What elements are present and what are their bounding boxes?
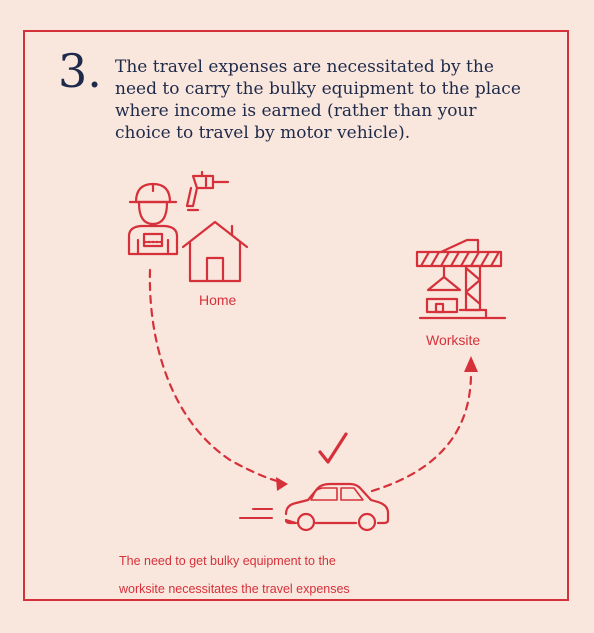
step-description: The travel expenses are necessitated by …	[115, 56, 525, 144]
caption-line: worksite necessitates the travel expense…	[119, 582, 350, 596]
worksite-label: Worksite	[426, 332, 481, 348]
car-to-worksite-arrowhead	[464, 356, 478, 372]
checkmark-icon	[318, 432, 348, 464]
home-label: Home	[199, 292, 237, 308]
content-frame	[23, 30, 569, 601]
home-to-car-path	[148, 268, 286, 485]
home-to-car-arrowhead	[276, 477, 288, 491]
car-icon	[284, 482, 390, 532]
step-line: where income is earned (rather than your	[115, 101, 477, 121]
step-line: choice to travel by motor vehicle).	[115, 123, 411, 143]
car-to-worksite-path	[370, 368, 473, 493]
step-number: 3.	[58, 44, 102, 98]
caption-line: The need to get bulky equipment to the	[119, 554, 336, 568]
crane-icon	[415, 238, 507, 320]
caption: The need to get bulky equipment to the w…	[119, 547, 350, 603]
step-line: need to carry the bulky equipment to the…	[115, 79, 521, 99]
step-line: The travel expenses are necessitated by …	[115, 57, 494, 77]
house-icon	[181, 220, 249, 283]
worker-icon	[127, 182, 179, 256]
drill-icon	[185, 170, 230, 212]
